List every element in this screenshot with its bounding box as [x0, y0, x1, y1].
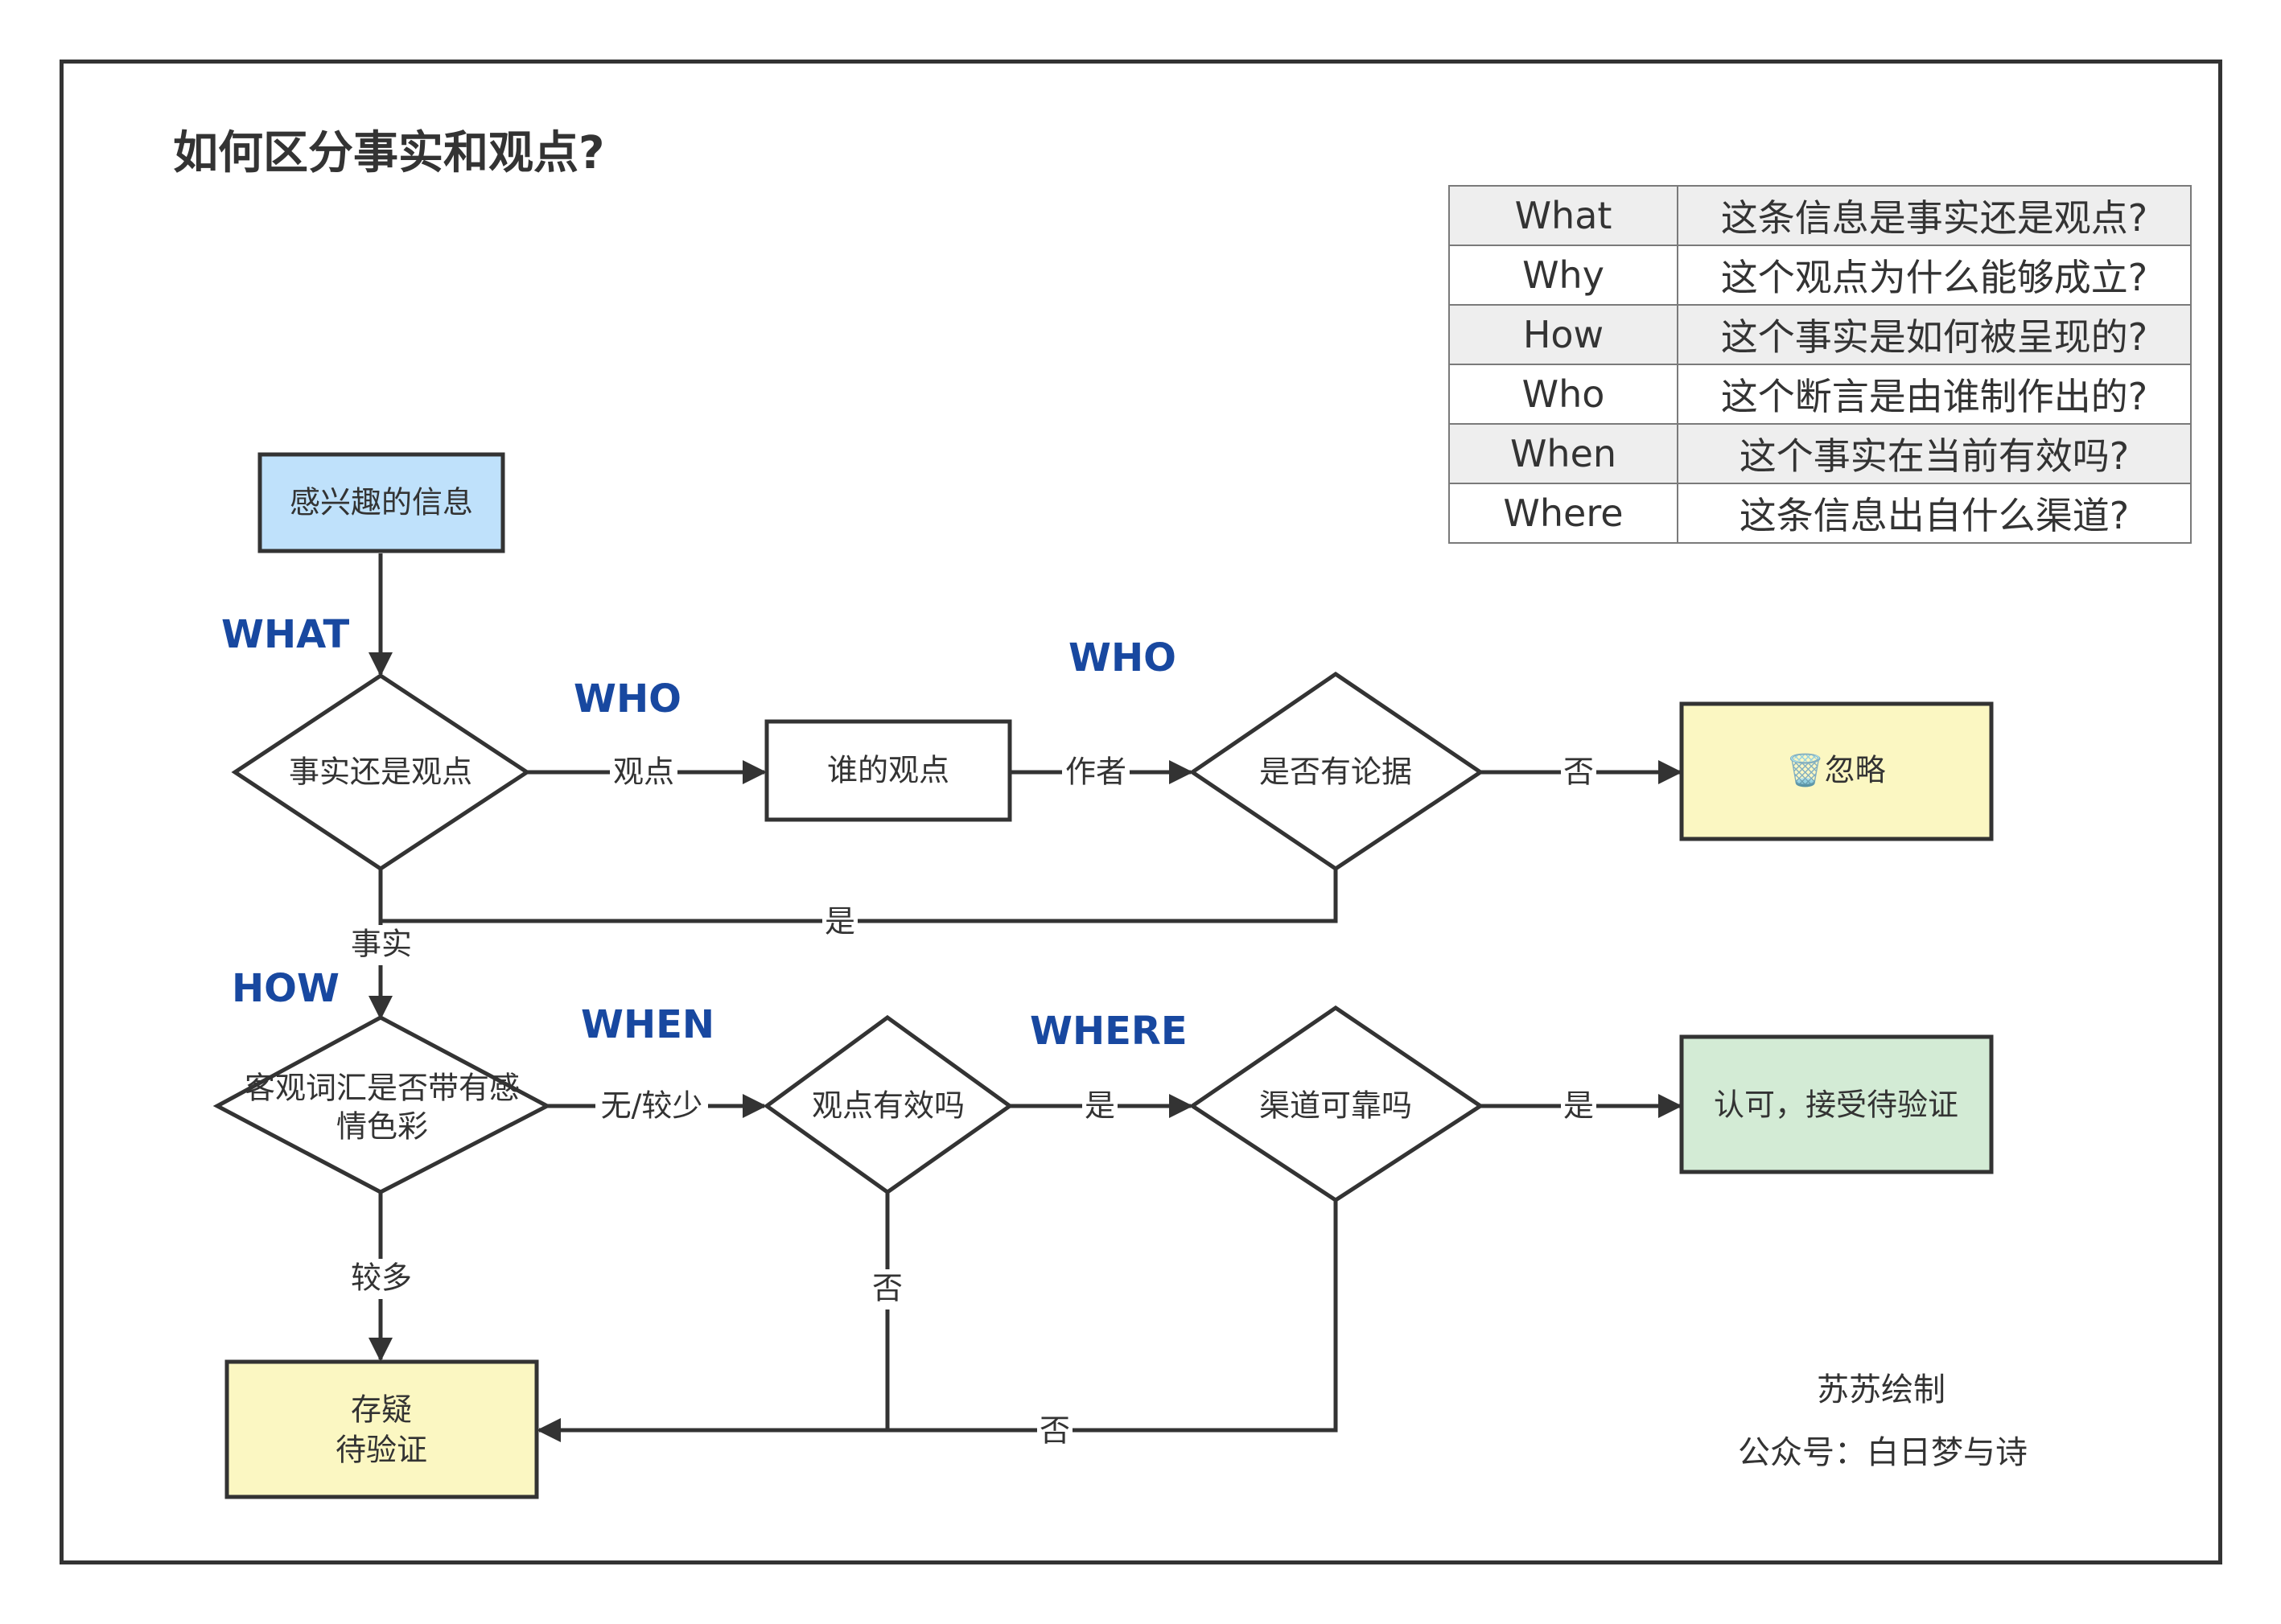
table-cell-question: 这个观点为什么能够成立? — [1677, 245, 2192, 306]
section-label-where: WHERE — [1030, 1009, 1188, 1054]
table-cell-key: Why — [1448, 245, 1678, 306]
section-label-how: HOW — [232, 966, 340, 1011]
decision-source-reliable-label: 渠道可靠吗 — [1259, 1088, 1412, 1124]
node-ignore: 🗑️忽略 — [1679, 701, 1994, 841]
node-whose-opinion-label: 谁的观点 — [827, 753, 949, 788]
decision-emotional-words: 客观词汇是否带有感 情色彩 — [212, 1015, 552, 1194]
table-cell-question: 这个事实在当前有效吗? — [1677, 423, 2192, 484]
edge-label-yes-reliable: 是 — [1563, 1088, 1594, 1124]
decision-emotional-words-line2: 情色彩 — [336, 1109, 428, 1145]
edge-label-author: 作者 — [1065, 754, 1126, 790]
table-cell-question: 这条信息是事实还是观点? — [1677, 185, 2192, 246]
edge-label-none-few: 无/较少 — [601, 1088, 703, 1124]
table-cell-question: 这个断言是由谁制作出的? — [1677, 364, 2192, 425]
node-ignore-label: 🗑️忽略 — [1786, 753, 1885, 788]
table-cell-question: 这个事实是如何被呈现的? — [1677, 304, 2192, 365]
table-cell-key: Who — [1448, 364, 1678, 425]
node-doubt-line2: 待验证 — [336, 1433, 427, 1468]
credit-author: 苏苏绘制 — [1817, 1371, 1945, 1408]
node-doubt: 存疑 待验证 — [224, 1359, 539, 1499]
edge-label-no-ignore: 否 — [1563, 754, 1594, 790]
node-accept: 认可，接受待验证 — [1679, 1034, 1994, 1174]
edge-label-no-reliable: 否 — [1040, 1413, 1070, 1449]
node-whose-opinion: 谁的观点 — [764, 719, 1012, 822]
edge-label-no-valid: 否 — [872, 1271, 903, 1306]
section-label-what: WHAT — [221, 612, 350, 657]
credit-account: 公众号：白日梦与诗 — [1738, 1434, 2028, 1471]
node-accept-label: 认可，接受待验证 — [1714, 1087, 1958, 1123]
page-title: 如何区分事实和观点? — [173, 127, 605, 179]
decision-emotional-words-line1: 客观词汇是否带有感 — [245, 1071, 520, 1106]
edge-label-fact: 事实 — [351, 927, 412, 962]
table-cell-key: Where — [1448, 483, 1678, 544]
edge-label-yes-valid: 是 — [1085, 1088, 1115, 1124]
decision-has-evidence: 是否有论据 — [1188, 671, 1484, 872]
decision-fact-or-opinion-label: 事实还是观点 — [289, 754, 472, 790]
diagram-frame — [60, 60, 2222, 1564]
edge-label-opinion: 观点 — [613, 754, 674, 790]
edge-label-more: 较多 — [351, 1260, 412, 1296]
edge-yes-back — [381, 869, 1338, 923]
node-start-label: 感兴趣的信息 — [290, 485, 473, 520]
node-start: 感兴趣的信息 — [257, 452, 505, 553]
decision-source-reliable: 渠道可靠吗 — [1188, 1005, 1484, 1203]
section-label-who-2: WHO — [1068, 635, 1176, 680]
section-label-who-1: WHO — [574, 676, 681, 722]
decision-fact-or-opinion: 事实还是观点 — [231, 673, 531, 871]
table-cell-key: What — [1448, 185, 1678, 246]
edge-no-reliable — [537, 1200, 1338, 1442]
decision-opinion-valid: 观点有效吗 — [763, 1014, 1014, 1195]
edge-label-group: 观点 作者 否 是 事实 无/较少 是 是 较多 否 否 — [348, 752, 1596, 1452]
section-label-group: WHAT WHO WHO HOW WHEN WHERE — [221, 612, 1188, 1054]
table-cell-key: How — [1448, 304, 1678, 365]
node-doubt-line1: 存疑 — [351, 1392, 412, 1428]
section-label-when: WHEN — [581, 1002, 714, 1047]
edge-label-yes-back: 是 — [825, 904, 855, 939]
decision-has-evidence-label: 是否有论据 — [1259, 754, 1412, 790]
decision-opinion-valid-label: 观点有效吗 — [812, 1088, 965, 1124]
table-cell-key: When — [1448, 423, 1678, 484]
table-cell-question: 这条信息出自什么渠道? — [1677, 483, 2192, 544]
